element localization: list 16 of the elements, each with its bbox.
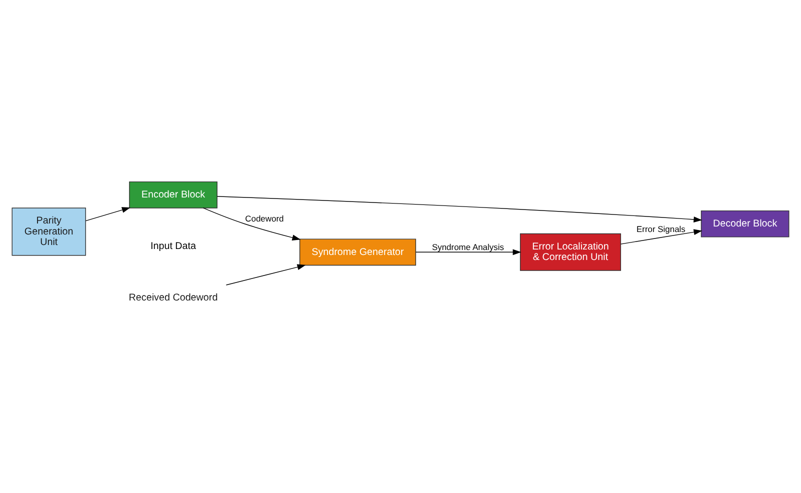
node-box: Syndrome Generator [299, 238, 416, 266]
arrow [85, 207, 130, 222]
node-box: Decoder Block [700, 210, 790, 238]
edge-label: Codeword [245, 213, 284, 224]
node-box: Parity Generation Unit [12, 208, 86, 256]
arrow [216, 196, 702, 222]
arrow [620, 229, 702, 244]
edge-label: Syndrome Analysis [432, 242, 504, 252]
node-text: Received Codeword [128, 292, 218, 304]
arrow [202, 208, 301, 240]
arrow [226, 264, 306, 286]
node-box: Encoder Block [129, 181, 218, 208]
node-box: Error Localization & Correction Unit [520, 233, 622, 271]
edge-label: Error Signals [636, 224, 686, 234]
label: Input Data [150, 241, 196, 252]
arrow [416, 249, 522, 256]
